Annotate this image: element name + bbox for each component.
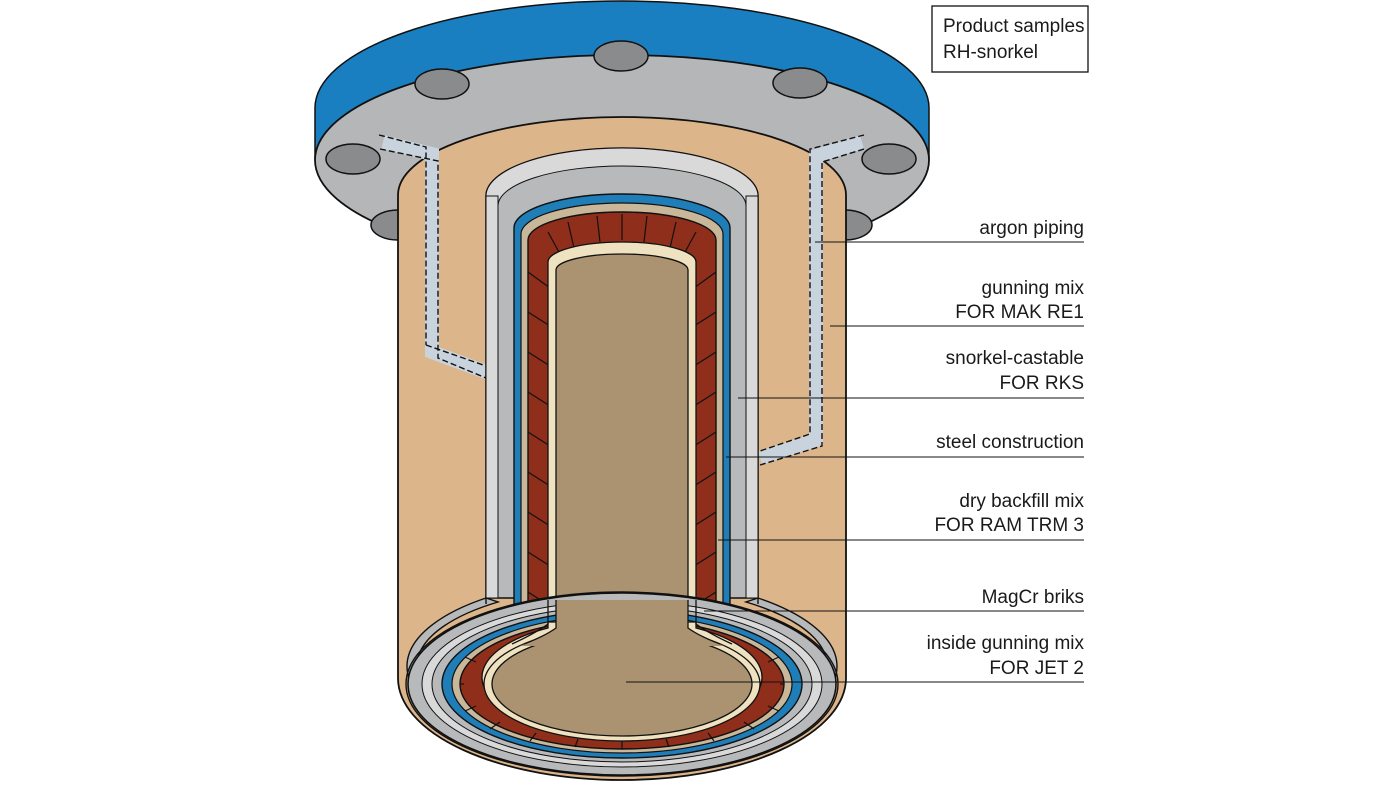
label-inside-gunning-product: FOR JET 2 <box>989 658 1084 679</box>
bolt-hole-icon <box>861 143 917 175</box>
bottom-inside-gunning <box>491 631 753 737</box>
bolt-hole-icon <box>772 67 828 99</box>
cutaway-section <box>485 147 759 617</box>
brick-joints <box>527 214 717 607</box>
label-magcr-bricks: MagCr briks <box>982 587 1084 608</box>
label-snorkel-castable-product: FOR RKS <box>1000 373 1084 394</box>
info-box-line2: RH-snorkel <box>943 42 1038 63</box>
label-gunning-mix-product: FOR MAK RE1 <box>955 302 1084 323</box>
labels: argon piping gunning mix FOR MAK RE1 sno… <box>927 218 1085 679</box>
label-snorkel-castable: snorkel-castable <box>946 348 1084 369</box>
bolt-hole-icon <box>593 40 649 72</box>
argon-pipe-left <box>381 135 489 379</box>
label-gunning-mix: gunning mix <box>982 278 1085 299</box>
bottom-rings <box>405 591 839 777</box>
label-dry-backfill: dry backfill mix <box>959 491 1084 512</box>
inside-gunning-core <box>555 253 689 613</box>
callout-lines <box>626 241 1084 683</box>
label-steel-construction: steel construction <box>936 432 1084 453</box>
info-box-line1: Product samples <box>943 16 1085 37</box>
label-inside-gunning: inside gunning mix <box>927 633 1085 654</box>
argon-piping <box>378 134 865 466</box>
label-argon-piping: argon piping <box>979 218 1084 239</box>
bolt-hole-icon <box>414 68 470 100</box>
info-box: Product samples RH-snorkel <box>931 5 1089 73</box>
argon-pipe-right <box>757 135 865 465</box>
label-dry-backfill-product: FOR RAM TRM 3 <box>934 515 1084 536</box>
core-neck <box>520 600 724 646</box>
bolt-hole-icon <box>325 143 381 175</box>
